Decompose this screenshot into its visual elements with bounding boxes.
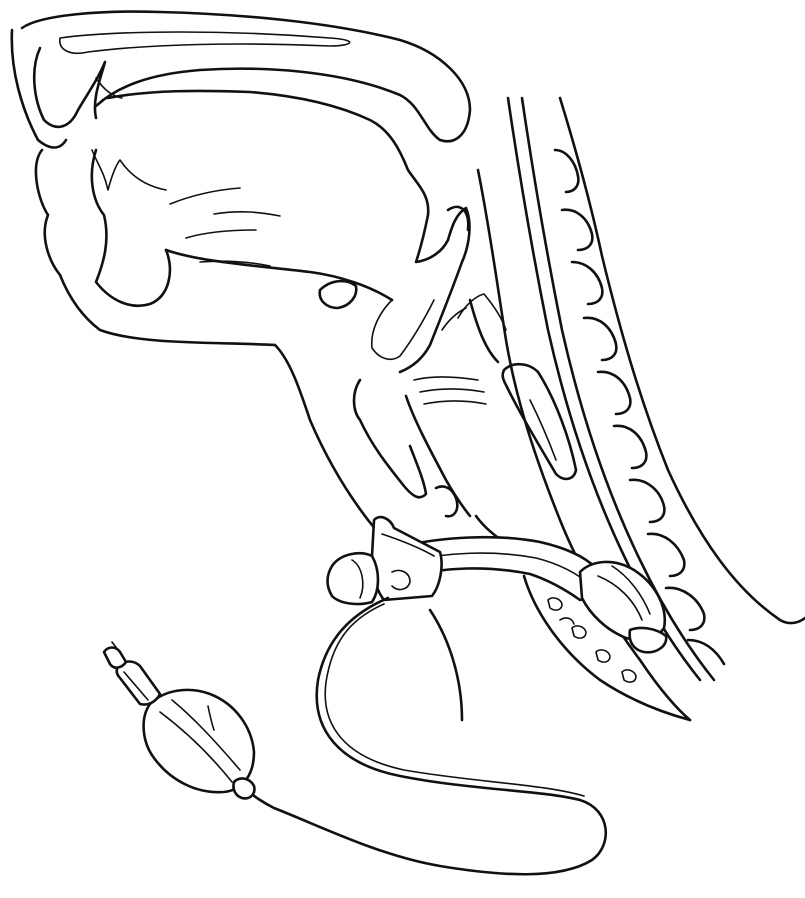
nasal-cavity [22,12,470,142]
chest-contour [430,610,462,720]
pilot-balloon-assembly [104,598,606,874]
tongue [92,91,428,306]
pharynx [320,207,506,372]
